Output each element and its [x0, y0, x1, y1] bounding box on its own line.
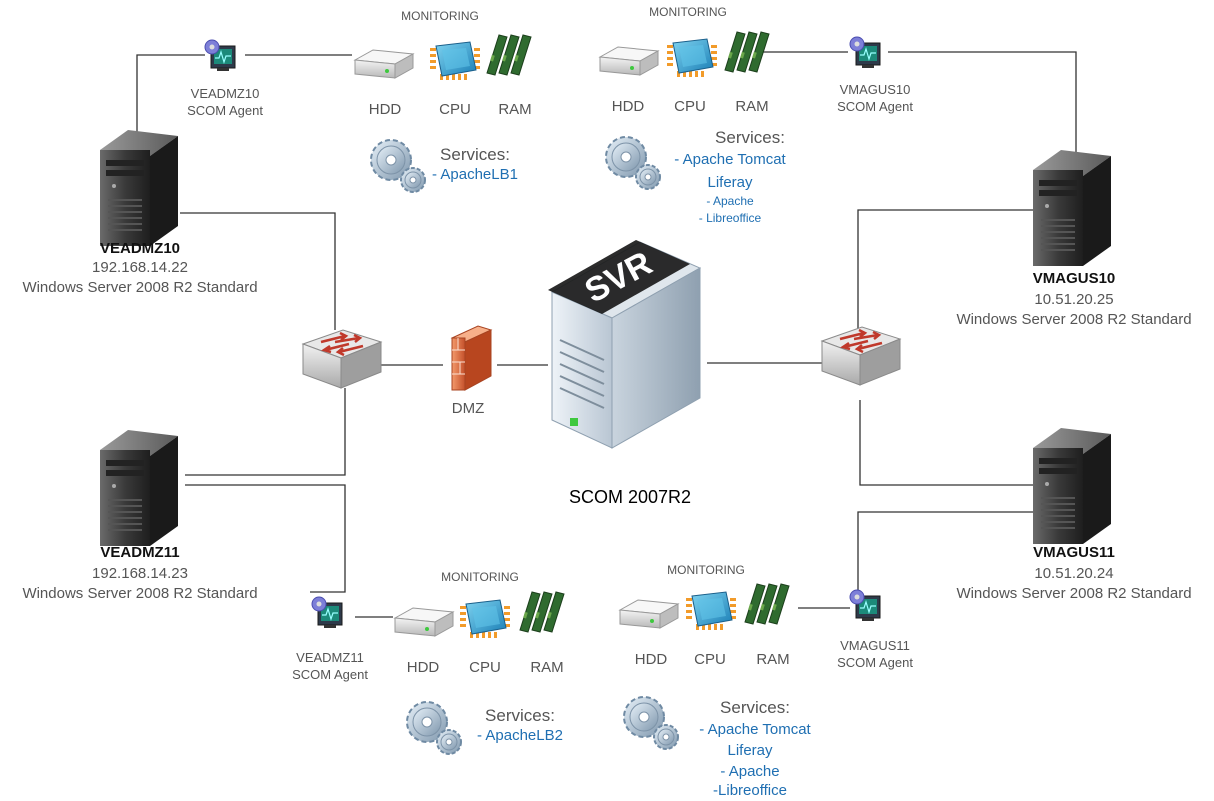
hdd-label: HDD — [611, 98, 645, 115]
service-item: - Libreoffice — [698, 211, 762, 225]
firewall-icon — [450, 325, 493, 391]
agent-veadmz11-label: SCOM Agent — [292, 667, 368, 682]
services-heading: Services: — [485, 706, 555, 725]
service-item: - Apache — [706, 194, 754, 208]
central-server-icon: SVR — [548, 240, 702, 449]
vmagus11-ip: 10.51.20.24 — [1034, 565, 1114, 582]
monitoring-label: MONITORING — [667, 563, 745, 577]
veadmz11-ip: 192.168.14.23 — [92, 565, 188, 582]
services-heading: Services: — [715, 128, 785, 147]
vmagus11-os: Windows Server 2008 R2 Standard — [956, 585, 1192, 602]
cpu-icon — [459, 599, 511, 639]
ram-icon — [744, 583, 790, 625]
veadmz11-name: VEADMZ11 — [100, 544, 180, 561]
ram-label: RAM — [530, 659, 564, 676]
service-item: Liferay — [727, 742, 773, 759]
link-veadmz10-agent — [136, 54, 205, 135]
services-heading: Services: — [440, 145, 510, 164]
cpu-label: CPU — [439, 101, 471, 118]
agent-vmagus11-icon — [849, 589, 881, 622]
ram-icon — [724, 31, 770, 73]
veadmz10-ip: 192.168.14.22 — [92, 259, 188, 276]
link-switch-vmagus11 — [859, 400, 1035, 486]
hdd-icon — [394, 607, 454, 637]
link-vmagus11-agent — [857, 511, 1035, 595]
link-vmagus10-agent — [888, 51, 1077, 165]
link-veadmz10-switch — [180, 212, 336, 330]
hdd-label: HDD — [406, 659, 440, 676]
service-item: - Apache Tomcat — [699, 721, 811, 738]
cpu-icon — [429, 41, 481, 81]
switch-right-icon — [820, 325, 902, 387]
server-tower-veadmz10-icon — [99, 129, 179, 247]
hdd-label: HDD — [368, 101, 402, 118]
hdd-icon — [619, 599, 679, 629]
server-tower-vmagus11-icon — [1032, 427, 1112, 545]
agent-veadmz11-name: VEADMZ11 — [296, 650, 364, 665]
veadmz11-os: Windows Server 2008 R2 Standard — [22, 585, 258, 602]
central-server-label: SCOM 2007R2 — [568, 487, 692, 507]
service-item: - ApacheLB1 — [432, 166, 518, 183]
dmz-label: DMZ — [451, 400, 485, 417]
link-veadmz11-agent — [185, 484, 346, 593]
service-item: -Libreoffice — [713, 782, 787, 799]
veadmz10-os: Windows Server 2008 R2 Standard — [22, 279, 258, 296]
hdd-icon — [599, 46, 659, 76]
vmagus10-name: VMAGUS10 — [1032, 270, 1116, 287]
agent-vmagus11-label: SCOM Agent — [837, 655, 913, 670]
agent-veadmz10-name: VEADMZ10 — [190, 86, 260, 101]
service-item: - Apache Tomcat — [674, 151, 786, 168]
agent-vmagus10-icon — [849, 36, 881, 69]
monitoring-label: MONITORING — [649, 5, 727, 19]
ram-icon — [519, 591, 565, 633]
switch-left-icon — [301, 328, 383, 390]
services-heading: Services: — [720, 698, 790, 717]
vmagus10-ip: 10.51.20.25 — [1034, 291, 1114, 308]
service-item: - Apache — [720, 763, 780, 780]
service-item: - ApacheLB2 — [477, 727, 563, 744]
connection-lines — [136, 51, 1077, 618]
ram-label: RAM — [756, 651, 790, 668]
vmagus11-name: VMAGUS11 — [1033, 544, 1115, 561]
agent-veadmz10-label: SCOM Agent — [187, 103, 263, 118]
services-gears-icon — [406, 701, 462, 755]
services-gears-icon — [605, 136, 661, 190]
services-gears-icon — [370, 139, 426, 193]
agent-veadmz10-icon — [204, 39, 236, 72]
link-switch-veadmz11 — [185, 388, 346, 476]
cpu-label: CPU — [469, 659, 501, 676]
server-tower-vmagus10-icon — [1032, 149, 1112, 267]
ram-icon — [486, 34, 532, 76]
ram-label: RAM — [735, 98, 769, 115]
server-tower-veadmz11-icon — [99, 429, 179, 547]
agent-veadmz11-icon — [311, 596, 343, 629]
cpu-icon — [685, 591, 737, 631]
monitoring-label: MONITORING — [401, 9, 479, 23]
agent-vmagus11-name: VMAGUS11 — [840, 638, 910, 653]
hdd-label: HDD — [634, 651, 668, 668]
agent-vmagus10-name: VMAGUS10 — [839, 82, 911, 97]
hdd-icon — [354, 49, 414, 79]
monitoring-label: MONITORING — [441, 570, 519, 584]
cpu-label: CPU — [694, 651, 726, 668]
cpu-icon — [666, 38, 718, 78]
link-switch-vmagus10 — [857, 209, 1035, 330]
services-gears-icon — [623, 696, 679, 750]
veadmz10-name: VEADMZ10 — [99, 240, 181, 257]
cpu-label: CPU — [674, 98, 706, 115]
service-item: Liferay — [707, 174, 753, 191]
agent-vmagus10-label: SCOM Agent — [837, 99, 913, 114]
vmagus10-os: Windows Server 2008 R2 Standard — [956, 311, 1192, 328]
ram-label: RAM — [498, 101, 532, 118]
